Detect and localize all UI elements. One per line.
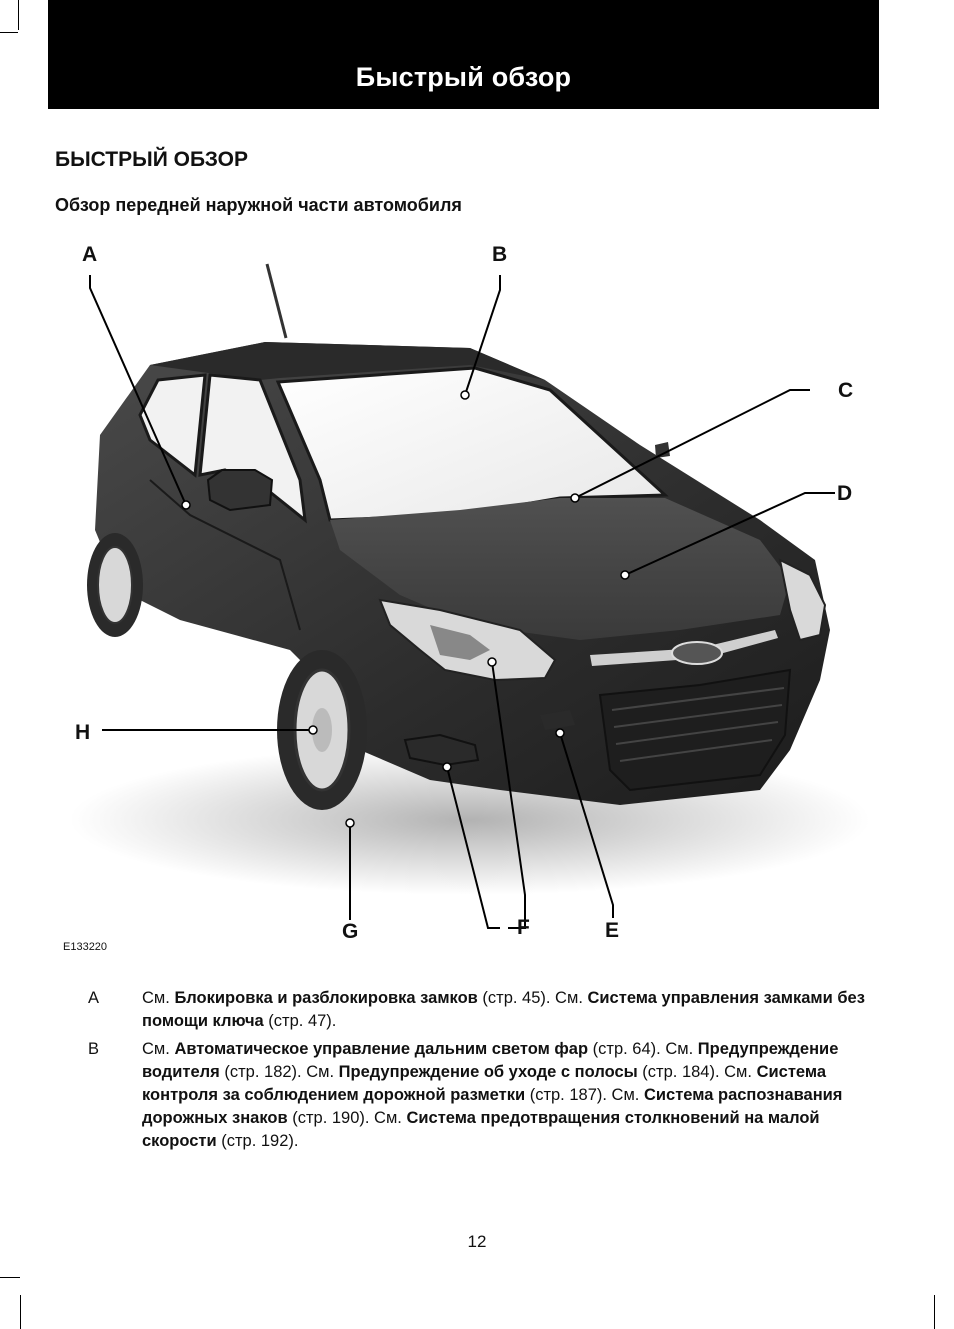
figure-code: E133220 xyxy=(63,941,107,953)
header-bar: Быстрый обзор xyxy=(48,0,879,109)
callout-label-c: C xyxy=(838,379,853,403)
subsection-title: Обзор передней наружной части автомобиля xyxy=(55,195,462,216)
description-key: A xyxy=(88,987,99,1010)
car-front-overview-figure: A B C D H G F E xyxy=(0,230,954,970)
windshield xyxy=(278,368,665,520)
xref-link[interactable]: Предупреждение об уходе с полосы xyxy=(339,1063,638,1081)
crop-mark xyxy=(18,0,19,30)
callout-label-a: A xyxy=(82,243,97,267)
description-body: См. Блокировка и разблокировка замков (с… xyxy=(142,987,878,1033)
callout-label-g: G xyxy=(342,920,358,944)
callout-label-d: D xyxy=(837,482,852,506)
callout-label-h: H xyxy=(75,721,90,745)
description-b: B См. Автоматическое управление дальним … xyxy=(88,1038,878,1153)
header-title: Быстрый обзор xyxy=(48,62,879,93)
side-mirror xyxy=(208,470,272,510)
xref-link[interactable]: Блокировка и разблокировка замков xyxy=(174,989,477,1007)
crop-mark xyxy=(0,32,18,33)
callout-label-e: E xyxy=(605,919,619,943)
car-illustration xyxy=(0,230,954,970)
description-body: См. Автоматическое управление дальним св… xyxy=(142,1038,878,1153)
crop-mark xyxy=(20,1295,21,1329)
crop-mark xyxy=(934,1295,935,1329)
xref-link[interactable]: Автоматическое управление дальним светом… xyxy=(174,1040,588,1058)
page-number: 12 xyxy=(0,1232,954,1252)
description-key: B xyxy=(88,1038,99,1061)
callout-label-b: B xyxy=(492,243,507,267)
crop-mark xyxy=(0,1277,20,1278)
ford-logo xyxy=(672,642,722,664)
description-a: A См. Блокировка и разблокировка замков … xyxy=(88,987,878,1033)
section-title: БЫСТРЫЙ ОБЗОР xyxy=(55,148,248,172)
antenna xyxy=(267,264,286,338)
callout-label-f: F xyxy=(517,916,530,940)
